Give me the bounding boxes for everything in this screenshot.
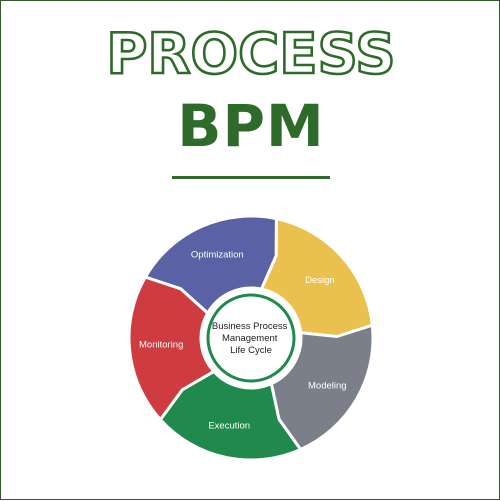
cycle-segment-modeling <box>269 323 375 451</box>
title-divider <box>172 176 330 179</box>
title-process: PROCESS <box>105 21 397 88</box>
stage-label-modeling: Modeling <box>308 381 347 392</box>
cycle-segment-monitoring <box>127 275 216 422</box>
center-label: Business Process Management Life Cycle <box>212 321 290 356</box>
stage-label-design: Design <box>305 275 335 286</box>
cycle-segment-optimization <box>143 214 278 315</box>
cycle-segment-design <box>259 217 374 338</box>
stage-label-optimization: Optimization <box>191 250 244 261</box>
center-label-line-3: Life Cycle <box>230 345 272 356</box>
center-ring <box>206 293 296 383</box>
center-label-line-1: Business Process <box>212 321 288 332</box>
center-circle <box>203 290 299 386</box>
stage-label-execution: Execution <box>208 420 250 431</box>
center-label-line-2: Management <box>222 333 278 344</box>
title-bpm: BPM <box>177 92 325 160</box>
cycle-segment-execution <box>158 369 303 462</box>
cycle-segments <box>127 214 375 462</box>
stage-label-monitoring: Monitoring <box>139 339 183 350</box>
